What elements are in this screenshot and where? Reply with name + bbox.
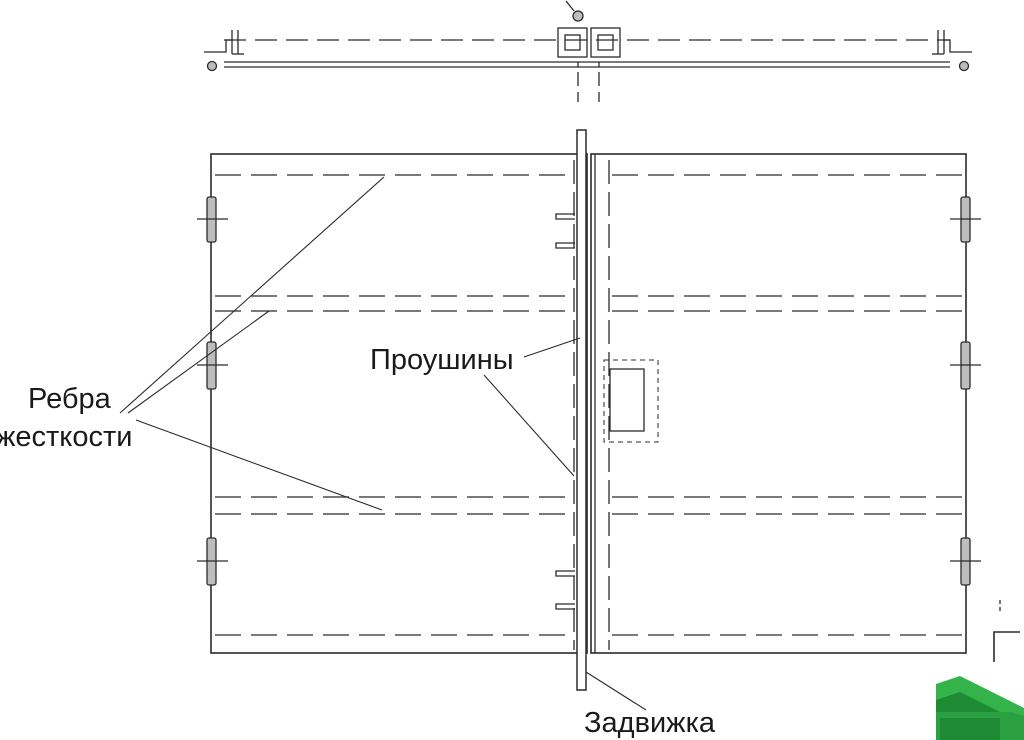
label-stiffening-ribs-line1: Ребра: [28, 383, 111, 415]
stiffening-ribs: [215, 174, 962, 636]
left-gate-leaf: [210, 153, 588, 654]
right-gate-leaf: [590, 153, 967, 654]
label-lugs: Проушины: [370, 344, 514, 376]
leader-lines: [119, 176, 647, 711]
front-view: [197, 129, 1020, 691]
label-stiffening-ribs-line2: жесткости: [0, 421, 133, 453]
latch-brackets: [555, 213, 575, 610]
latch-bar: [576, 129, 587, 691]
logo-icon: [936, 676, 1024, 740]
plan-view: [204, 0, 972, 102]
label-latch: Задвижка: [584, 707, 716, 739]
hinges: [206, 196, 971, 586]
